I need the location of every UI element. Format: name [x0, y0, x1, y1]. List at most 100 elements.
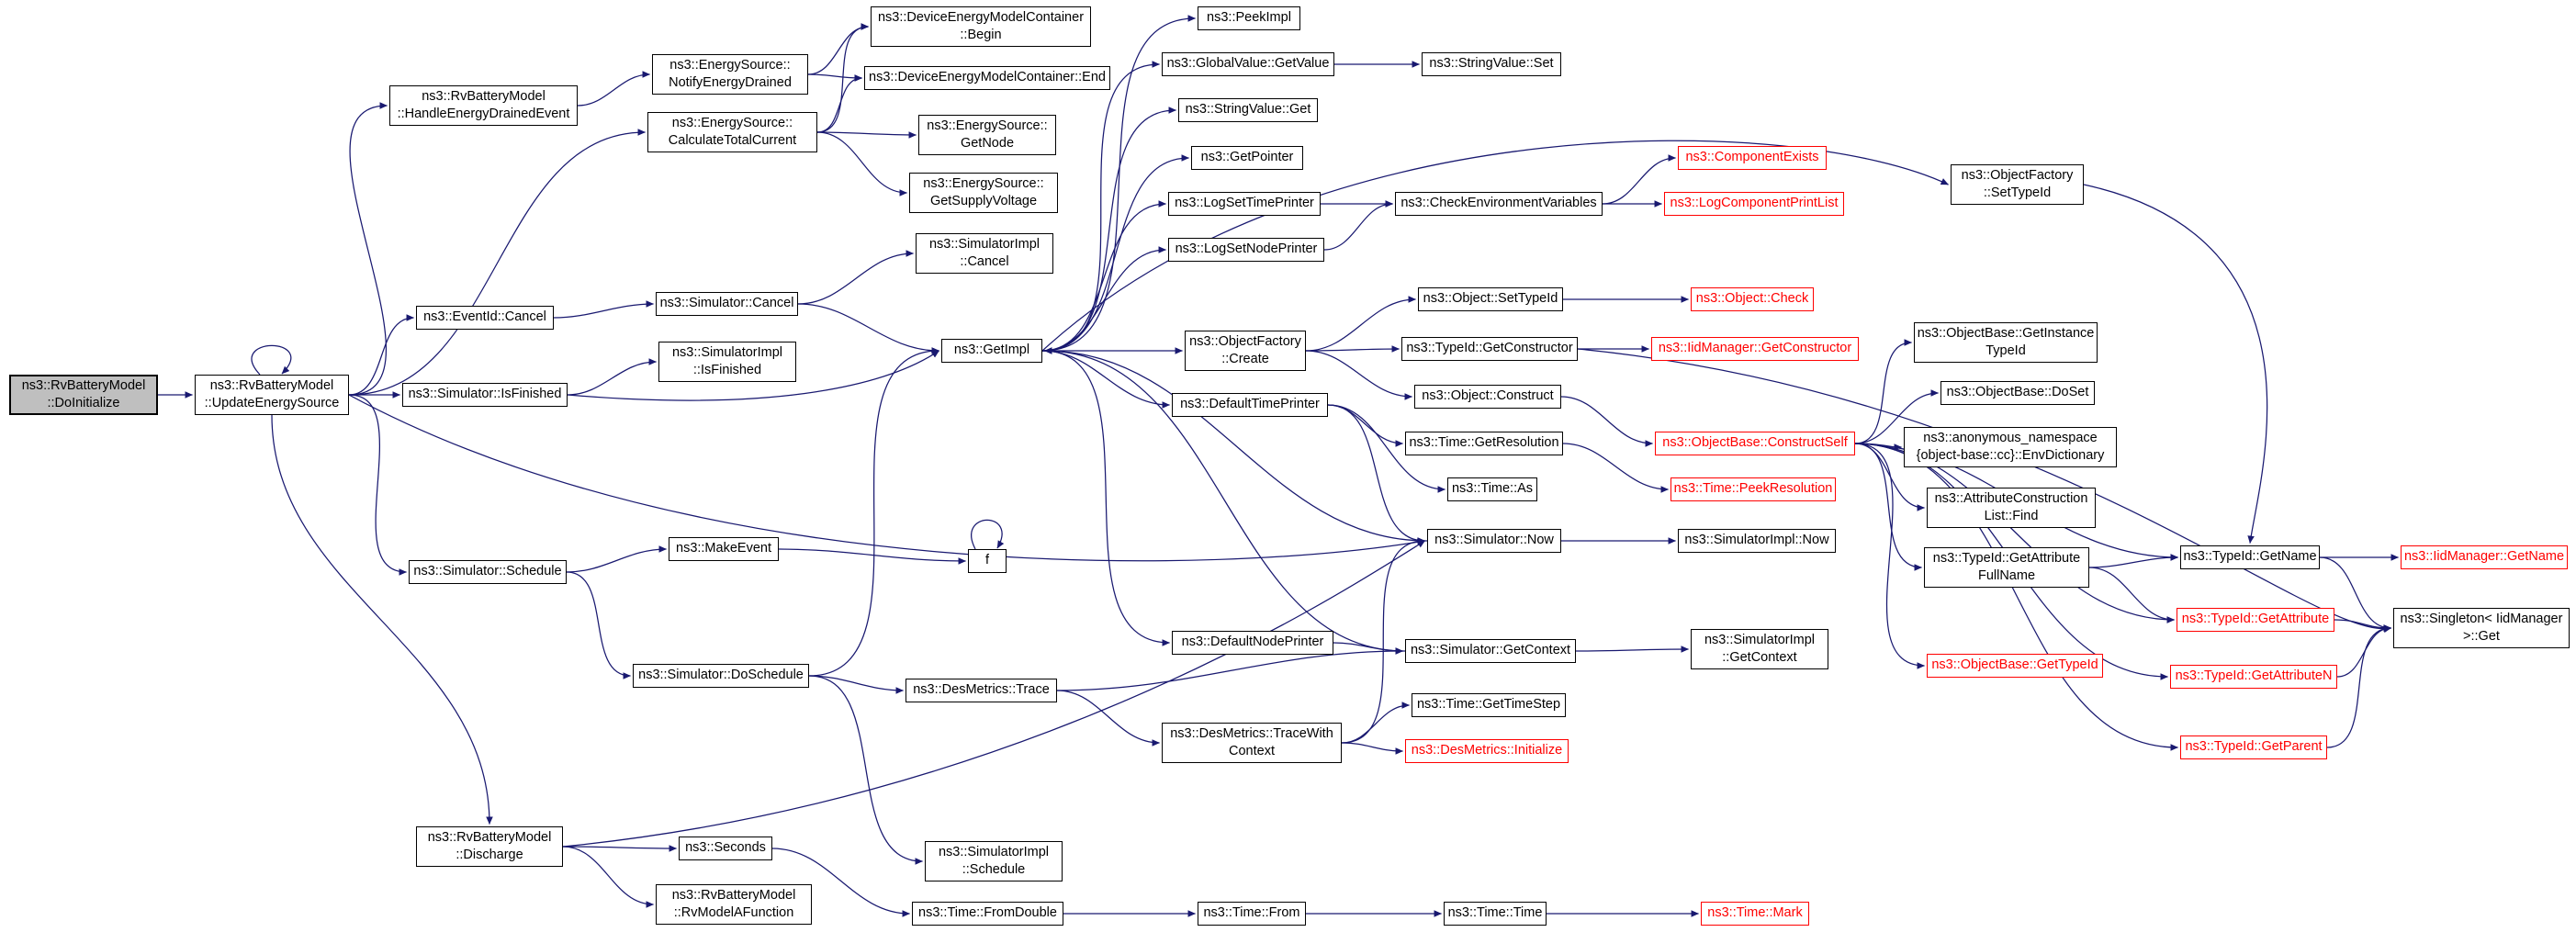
graph-node-label: ns3::LogComponentPrintList — [1670, 196, 1839, 211]
graph-node-typeid-getctor[interactable]: ns3::TypeId::GetConstructor — [1401, 337, 1578, 361]
graph-node-demc-end[interactable]: ns3::DeviceEnergyModelContainer::End — [864, 66, 1110, 90]
graph-node-time-gettimestep[interactable]: ns3::Time::GetTimeStep — [1412, 693, 1566, 717]
graph-node-label: ns3::RvBatteryModel ::UpdateEnergySource — [204, 377, 340, 410]
graph-node-time-getres[interactable]: ns3::Time::GetResolution — [1405, 432, 1563, 455]
graph-node-sim-cancel[interactable]: ns3::Simulator::Cancel — [656, 292, 798, 316]
edge-default-time-printer-time-getres — [1327, 404, 1403, 447]
edge-default-time-printer-time-as — [1327, 404, 1445, 493]
graph-node-handle-energy-drained[interactable]: ns3::RvBatteryModel ::HandleEnergyDraine… — [389, 85, 578, 126]
graph-node-desmetrics-trace[interactable]: ns3::DesMetrics::Trace — [906, 679, 1057, 702]
edge-sim-cancel-simimpl-cancel — [797, 250, 914, 305]
graph-node-f[interactable]: f — [968, 549, 1007, 573]
graph-node-typeid-getattr[interactable]: ns3::TypeId::GetAttribute — [2177, 608, 2334, 632]
graph-node-sim-now[interactable]: ns3::Simulator::Now — [1427, 529, 1561, 553]
graph-node-make-event[interactable]: ns3::MakeEvent — [669, 537, 779, 561]
edge-trace-with-context-sim-now — [1341, 537, 1425, 744]
graph-node-obj-settypeid[interactable]: ns3::Object::SetTypeId — [1418, 287, 1563, 311]
graph-node-typeid-getattrn[interactable]: ns3::TypeId::GetAttributeN — [2170, 665, 2337, 689]
graph-node-es-getnode[interactable]: ns3::EnergySource:: GetNode — [918, 115, 1056, 155]
edge-obj-construct-constructself — [1560, 396, 1653, 447]
graph-node-label: ns3::Time::GetResolution — [1409, 435, 1559, 451]
graph-node-sv-get[interactable]: ns3::StringValue::Get — [1178, 98, 1318, 122]
graph-node-default-node-printer[interactable]: ns3::DefaultNodePrinter — [1172, 631, 1333, 655]
graph-node-check-env[interactable]: ns3::CheckEnvironmentVariables — [1395, 192, 1603, 216]
graph-node-acl-find[interactable]: ns3::AttributeConstruction List::Find — [1927, 488, 2096, 528]
graph-node-logsetnodeprinter[interactable]: ns3::LogSetNodePrinter — [1168, 238, 1324, 262]
edge-typeid-getctor-singleton-get — [1577, 348, 2391, 634]
graph-node-of-create[interactable]: ns3::ObjectFactory ::Create — [1185, 331, 1306, 371]
graph-node-label: ns3::EnergySource:: GetSupplyVoltage — [923, 175, 1044, 208]
graph-node-time-mark[interactable]: ns3::Time::Mark — [1701, 902, 1809, 926]
edge-discharge-rv-model-a — [562, 846, 654, 908]
graph-node-simimpl-cancel[interactable]: ns3::SimulatorImpl ::Cancel — [916, 233, 1053, 274]
graph-node-time-fromdouble[interactable]: ns3::Time::FromDouble — [912, 902, 1063, 926]
edge-update-energy-source-calc-total-current — [348, 129, 646, 396]
graph-node-sim-getcontext[interactable]: ns3::Simulator::GetContext — [1405, 639, 1576, 663]
graph-node-simimpl-schedule[interactable]: ns3::SimulatorImpl ::Schedule — [925, 841, 1063, 881]
graph-node-getpointer[interactable]: ns3::GetPointer — [1191, 146, 1303, 170]
graph-node-getimpl[interactable]: ns3::GetImpl — [941, 339, 1042, 363]
graph-node-es-getsupplyvoltage[interactable]: ns3::EnergySource:: GetSupplyVoltage — [909, 173, 1058, 213]
graph-node-seconds[interactable]: ns3::Seconds — [679, 837, 772, 860]
graph-node-sim-isfinished[interactable]: ns3::Simulator::IsFinished — [402, 383, 568, 407]
graph-node-envdict[interactable]: ns3::anonymous_namespace {object-base::c… — [1904, 427, 2117, 467]
graph-node-iid-getname[interactable]: ns3::IidManager::GetName — [2401, 545, 2568, 569]
graph-node-label: ns3::IidManager::GetConstructor — [1658, 341, 1852, 356]
graph-node-simimpl-now[interactable]: ns3::SimulatorImpl::Now — [1678, 529, 1836, 553]
graph-node-demc-begin[interactable]: ns3::DeviceEnergyModelContainer ::Begin — [871, 6, 1091, 47]
graph-node-of-settypeid[interactable]: ns3::ObjectFactory ::SetTypeId — [1951, 164, 2084, 205]
graph-node-gv-getvalue[interactable]: ns3::GlobalValue::GetValue — [1162, 52, 1334, 76]
graph-node-update-energy-source[interactable]: ns3::RvBatteryModel ::UpdateEnergySource — [195, 375, 349, 415]
graph-node-do-initialize[interactable]: ns3::RvBatteryModel ::DoInitialize — [9, 375, 158, 415]
graph-node-label: ns3::SimulatorImpl::Now — [1684, 533, 1829, 548]
graph-node-calc-total-current[interactable]: ns3::EnergySource:: CalculateTotalCurren… — [647, 112, 817, 152]
graph-node-label: ns3::ObjectBase::ConstructSelf — [1662, 435, 1848, 451]
graph-node-desmetrics-init[interactable]: ns3::DesMetrics::Initialize — [1405, 739, 1569, 763]
graph-node-label: ns3::SimulatorImpl ::IsFinished — [671, 344, 783, 377]
graph-node-label: ns3::RvBatteryModel ::RvModelAFunction — [671, 887, 796, 920]
graph-node-ob-gettypeid[interactable]: ns3::ObjectBase::GetTypeId — [1927, 654, 2103, 678]
graph-node-label: ns3::Object::Construct — [1422, 388, 1554, 404]
graph-node-obj-check[interactable]: ns3::Object::Check — [1691, 287, 1814, 311]
graph-node-singleton-get[interactable]: ns3::Singleton< IidManager >::Get — [2393, 608, 2570, 648]
graph-node-getinstancetypeid[interactable]: ns3::ObjectBase::GetInstance TypeId — [1914, 322, 2098, 363]
graph-node-label: ns3::TypeId::GetAttribute FullName — [1932, 550, 2081, 583]
edge-getimpl-sv-get — [1041, 107, 1176, 352]
graph-node-dose[interactable]: ns3::ObjectBase::DoSet — [1940, 381, 2095, 405]
graph-node-label: ns3::Time::Mark — [1707, 905, 1803, 921]
edge-update-energy-source-update-energy-source — [251, 344, 292, 376]
graph-node-obj-construct[interactable]: ns3::Object::Construct — [1414, 385, 1561, 409]
graph-node-default-time-printer[interactable]: ns3::DefaultTimePrinter — [1172, 393, 1328, 417]
graph-node-label: ns3::TypeId::GetName — [2183, 549, 2317, 565]
graph-node-label: ns3::TypeId::GetAttributeN — [2175, 668, 2333, 684]
graph-node-sv-set[interactable]: ns3::StringValue::Set — [1422, 52, 1561, 76]
graph-node-getattr-fullname[interactable]: ns3::TypeId::GetAttribute FullName — [1924, 547, 2089, 588]
graph-node-peekresolution[interactable]: ns3::Time::PeekResolution — [1670, 477, 1836, 501]
graph-node-simimpl-isfinished[interactable]: ns3::SimulatorImpl ::IsFinished — [658, 342, 796, 382]
graph-node-time-time[interactable]: ns3::Time::Time — [1444, 902, 1547, 926]
graph-node-discharge[interactable]: ns3::RvBatteryModel ::Discharge — [416, 826, 563, 867]
graph-node-typeid-getname[interactable]: ns3::TypeId::GetName — [2180, 545, 2320, 569]
graph-node-log-component-print[interactable]: ns3::LogComponentPrintList — [1664, 192, 1844, 216]
graph-node-iid-getctor[interactable]: ns3::IidManager::GetConstructor — [1651, 337, 1859, 361]
edge-check-env-component-exists — [1602, 154, 1676, 205]
edge-sim-cancel-getimpl — [797, 303, 939, 354]
graph-node-typeid-getparent[interactable]: ns3::TypeId::GetParent — [2180, 735, 2327, 759]
graph-node-label: ns3::SimulatorImpl ::GetContext — [1704, 632, 1816, 665]
graph-node-time-as[interactable]: ns3::Time::As — [1447, 477, 1537, 501]
edge-sim-getcontext-getimpl — [1044, 347, 1406, 652]
graph-node-rv-model-a[interactable]: ns3::RvBatteryModel ::RvModelAFunction — [656, 884, 812, 925]
graph-node-logsettimeprinter[interactable]: ns3::LogSetTimePrinter — [1168, 192, 1321, 216]
graph-node-time-from[interactable]: ns3::Time::From — [1198, 902, 1306, 926]
graph-node-sim-schedule[interactable]: ns3::Simulator::Schedule — [409, 560, 567, 584]
edge-sim-schedule-do-schedule — [566, 571, 631, 679]
graph-node-component-exists[interactable]: ns3::ComponentExists — [1678, 146, 1827, 170]
graph-node-simimpl-getcontext[interactable]: ns3::SimulatorImpl ::GetContext — [1691, 629, 1828, 669]
graph-node-eventid-cancel[interactable]: ns3::EventId::Cancel — [416, 306, 554, 330]
graph-node-peekimpl[interactable]: ns3::PeekImpl — [1198, 6, 1300, 30]
graph-node-trace-with-context[interactable]: ns3::DesMetrics::TraceWith Context — [1162, 723, 1342, 763]
graph-node-do-schedule[interactable]: ns3::Simulator::DoSchedule — [633, 664, 809, 688]
graph-node-notify-energy-drained[interactable]: ns3::EnergySource:: NotifyEnergyDrained — [652, 54, 808, 95]
graph-node-label: ns3::DesMetrics::Initialize — [1411, 743, 1563, 758]
graph-node-constructself[interactable]: ns3::ObjectBase::ConstructSelf — [1655, 432, 1855, 455]
